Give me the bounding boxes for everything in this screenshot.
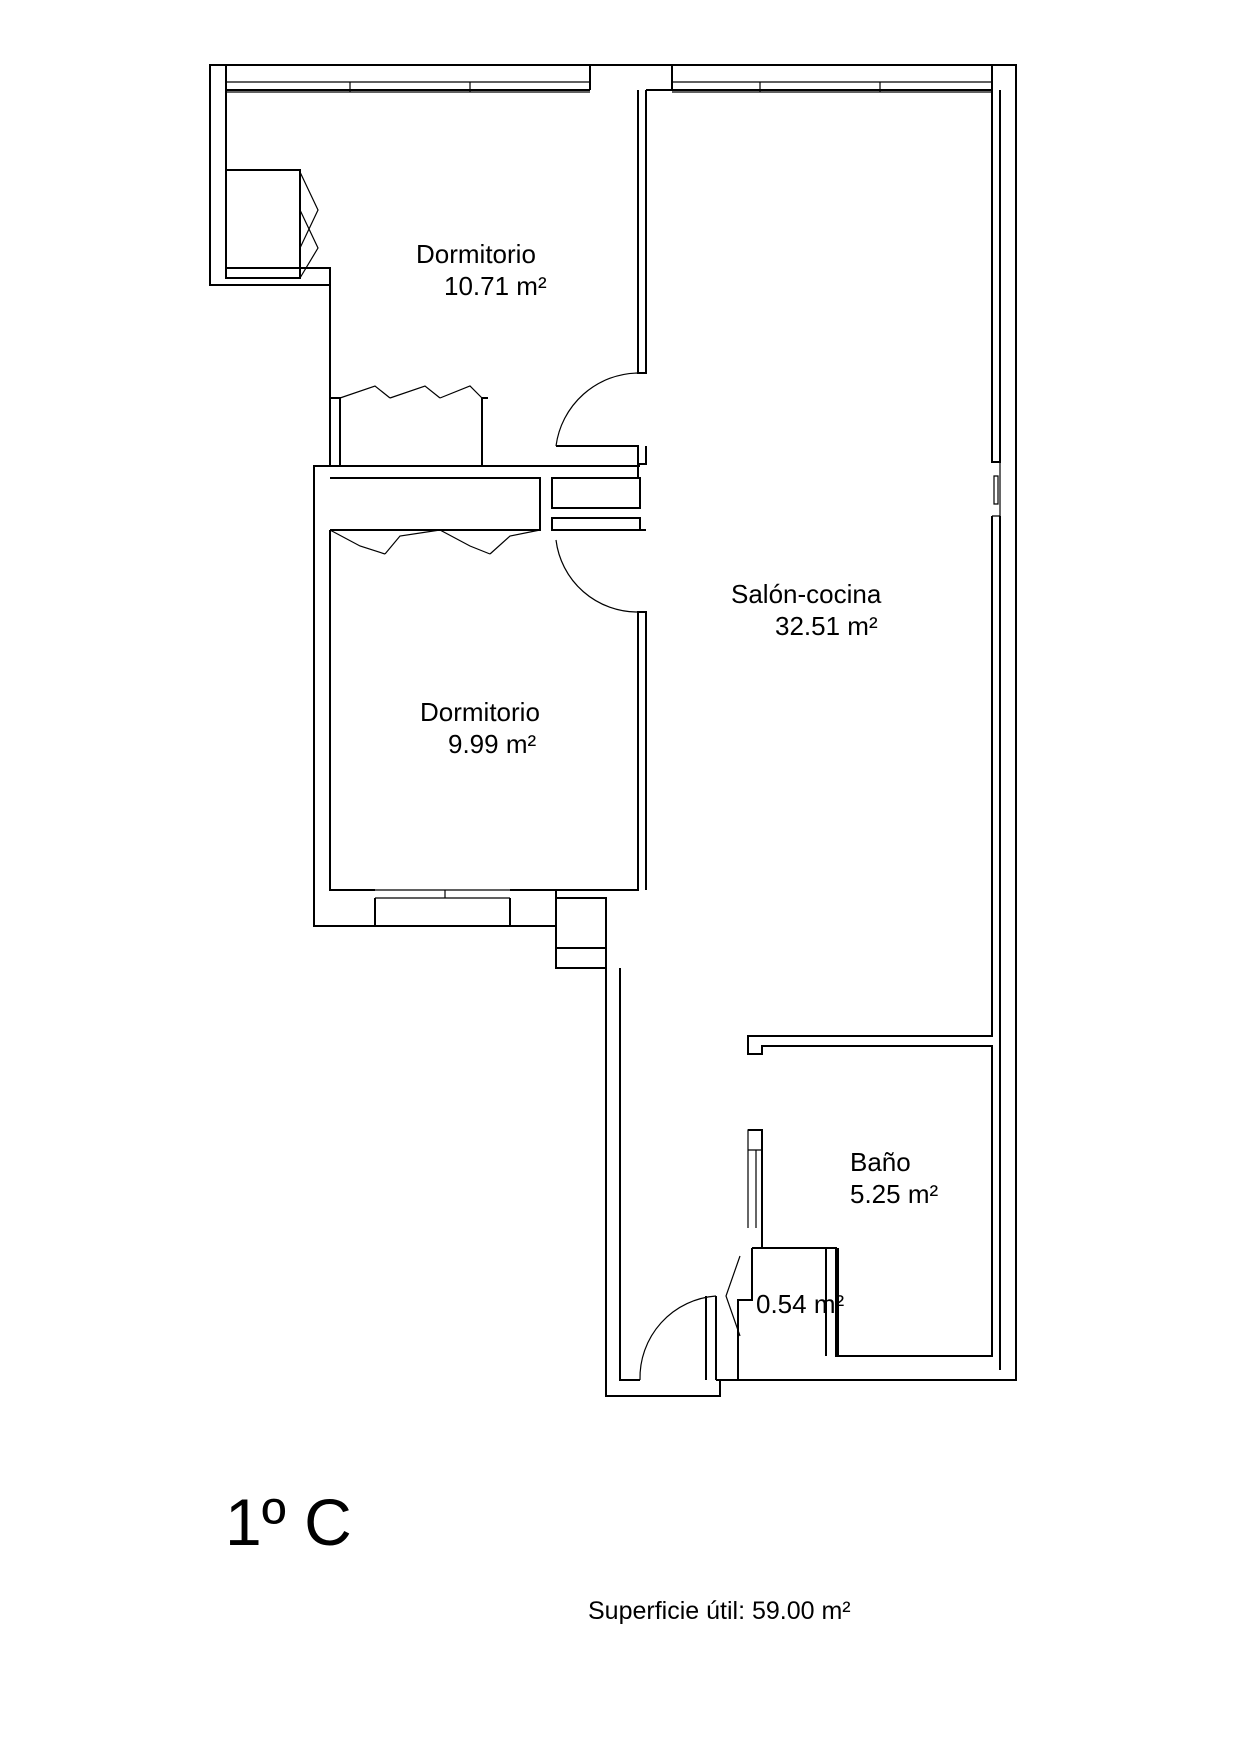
bifold-doors-closet-entrance — [299, 171, 741, 1337]
door-arc-bedroom1 — [555, 372, 639, 447]
total-area: Superficie útil: 59.00 m² — [588, 1597, 851, 1625]
bedroom2-walls — [329, 529, 647, 968]
door-arc-entrance — [639, 1295, 717, 1381]
room-name: Salón-cocina — [731, 579, 882, 609]
room-label-bedroom1: Dormitorio 10.71 m² — [416, 238, 547, 302]
room-area: 32.51 m² — [775, 611, 878, 641]
shaft — [556, 897, 607, 968]
room-label-bedroom2: Dormitorio 9.99 m² — [420, 696, 540, 760]
bathroom-door-leaf — [747, 1129, 763, 1228]
window-bedroom2 — [375, 889, 510, 899]
door-arc-bedroom2 — [555, 539, 639, 613]
room-name: Dormitorio — [416, 239, 536, 269]
bedroom1-wall — [226, 89, 590, 467]
room-name: Baño — [850, 1147, 911, 1177]
room-label-closet: 0.54 m² — [756, 1288, 844, 1320]
window-living — [672, 81, 992, 93]
room-area: 5.25 m² — [850, 1179, 939, 1209]
entrance-jamb — [705, 1296, 717, 1380]
room-area: 9.99 m² — [448, 729, 537, 759]
room-name: Dormitorio — [420, 697, 540, 727]
room-label-bathroom: Baño 5.25 m² — [850, 1146, 938, 1210]
living-vent — [992, 461, 1001, 517]
window-bedroom1 — [226, 81, 590, 93]
bifold-doors-bedroom1-closet — [339, 385, 483, 399]
wall-top-segments — [225, 65, 993, 90]
room-area: 10.71 m² — [444, 271, 547, 301]
corridor-closets — [314, 465, 641, 531]
living-right-wall — [747, 516, 1001, 1370]
bedroom2-window-sill — [374, 898, 511, 926]
exterior-wall-inner — [225, 90, 301, 279]
bathroom-walls — [752, 1247, 839, 1356]
flat-title: 1º C — [225, 1485, 352, 1559]
partition-bedroom1-living — [637, 89, 1001, 463]
entrance-wall — [619, 968, 753, 1381]
bifold-doors-bedroom2-closet — [329, 529, 541, 555]
door-jamb-bedroom1 — [556, 445, 647, 465]
room-label-living-kitchen: Salón-cocina 32.51 m² — [731, 578, 881, 642]
room-area: 0.54 m² — [756, 1289, 845, 1319]
